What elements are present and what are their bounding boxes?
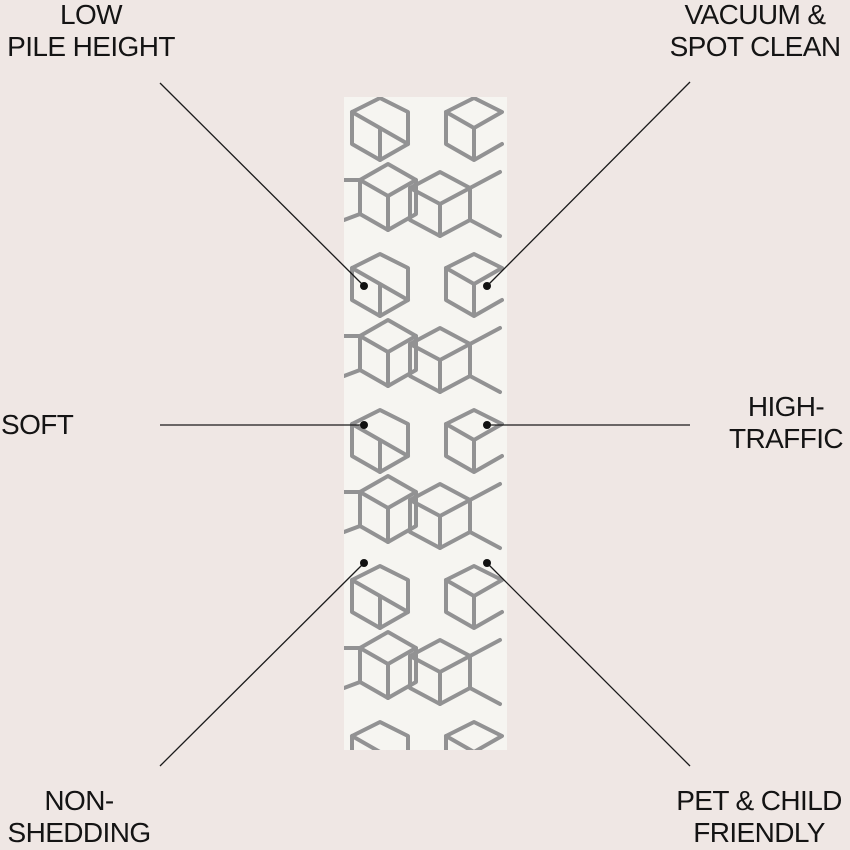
feature-label-line: TRAFFIC (728, 423, 844, 454)
feature-label-non-shedding: NON- SHEDDING (0, 785, 158, 849)
callout-dot-vacuum (483, 282, 491, 290)
feature-label-high-traffic: HIGH- TRAFFIC (722, 391, 850, 455)
callout-dot-pet-child (483, 559, 491, 567)
feature-label-low-pile-height: LOW PILE HEIGHT (0, 0, 182, 63)
feature-label-line: VACUUM & (684, 0, 827, 30)
leader-line-vacuum (486, 81, 691, 287)
feature-label-line: HIGH- (747, 391, 825, 422)
feature-label-line: LOW (60, 0, 123, 30)
feature-label-soft: SOFT (1, 409, 74, 441)
callout-dot-low-pile (360, 282, 368, 290)
leader-line-non-shedding (159, 562, 365, 767)
callout-dot-soft (360, 421, 368, 429)
callout-dot-high-traffic (483, 421, 491, 429)
feature-label-pet-child-friendly: PET & CHILD FRIENDLY (668, 785, 850, 849)
feature-label-line: SHEDDING (7, 817, 152, 848)
feature-label-line: PET & CHILD (676, 785, 842, 816)
leader-line-low-pile (159, 82, 365, 287)
feature-label-line: PILE HEIGHT (7, 31, 175, 62)
callout-dot-non-shedding (360, 559, 368, 567)
feature-label-line: SPOT CLEAN (669, 31, 841, 62)
rug-image (344, 97, 507, 750)
feature-label-line: SOFT (1, 409, 74, 440)
feature-label-line: NON- (44, 785, 114, 816)
leader-line-pet-child (486, 562, 691, 767)
feature-label-line: FRIENDLY (693, 817, 825, 848)
feature-label-vacuum-spot-clean: VACUUM & SPOT CLEAN (660, 0, 850, 63)
